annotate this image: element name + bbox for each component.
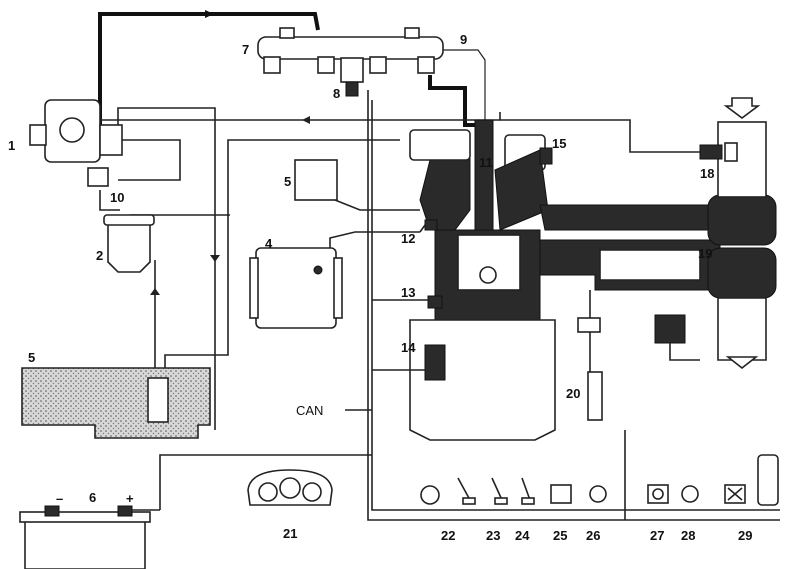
wiring-harness bbox=[159, 90, 780, 521]
turbocharger bbox=[654, 97, 777, 370]
engine-block bbox=[409, 119, 721, 441]
label-20: 20 bbox=[566, 386, 580, 401]
battery-plus: + bbox=[126, 491, 134, 506]
label-8: 8 bbox=[333, 86, 340, 101]
label-can: CAN bbox=[296, 403, 323, 418]
label-12: 12 bbox=[401, 231, 415, 246]
label-6: 6 bbox=[89, 490, 96, 505]
glow-relay bbox=[294, 159, 420, 211]
cam-sensor bbox=[539, 147, 553, 165]
label-29: 29 bbox=[738, 528, 752, 543]
label-27: 27 bbox=[650, 528, 664, 543]
label-28: 28 bbox=[681, 528, 695, 543]
fuel-return-line bbox=[117, 107, 216, 430]
label-2: 2 bbox=[96, 248, 103, 263]
injector-line bbox=[428, 75, 477, 127]
label-5-relay: 5 bbox=[284, 174, 291, 189]
label-5-tank: 5 bbox=[28, 350, 35, 365]
label-9: 9 bbox=[460, 32, 467, 47]
label-23: 23 bbox=[486, 528, 500, 543]
air-mass-sensor bbox=[500, 119, 738, 162]
flow-arrow-icon bbox=[205, 10, 214, 18]
label-21: 21 bbox=[283, 526, 297, 541]
fuel-filter bbox=[103, 214, 155, 273]
battery-minus: – bbox=[56, 491, 63, 506]
label-19: 19 bbox=[698, 246, 712, 261]
label-13: 13 bbox=[401, 285, 415, 300]
label-15: 15 bbox=[552, 136, 566, 151]
temp-sensor bbox=[424, 219, 438, 231]
label-10: 10 bbox=[110, 190, 124, 205]
label-18: 18 bbox=[700, 166, 714, 181]
instrument-cluster bbox=[247, 469, 333, 506]
label-11: 11 bbox=[479, 155, 493, 170]
label-1: 1 bbox=[8, 138, 15, 153]
fuel-tank bbox=[21, 367, 211, 439]
label-7: 7 bbox=[242, 42, 249, 57]
switches bbox=[420, 454, 779, 506]
common-rail bbox=[257, 27, 444, 97]
label-4: 4 bbox=[265, 236, 273, 251]
crank-sensor bbox=[427, 295, 443, 309]
label-25: 25 bbox=[553, 528, 567, 543]
egr-valve bbox=[577, 290, 603, 421]
label-22: 22 bbox=[441, 528, 455, 543]
high-pressure-pump bbox=[29, 99, 123, 187]
label-24: 24 bbox=[515, 528, 530, 543]
label-14: 14 bbox=[401, 340, 416, 355]
label-26: 26 bbox=[586, 528, 600, 543]
engine-control-unit bbox=[249, 231, 420, 329]
battery bbox=[19, 505, 160, 569]
knock-sensor bbox=[424, 344, 446, 381]
